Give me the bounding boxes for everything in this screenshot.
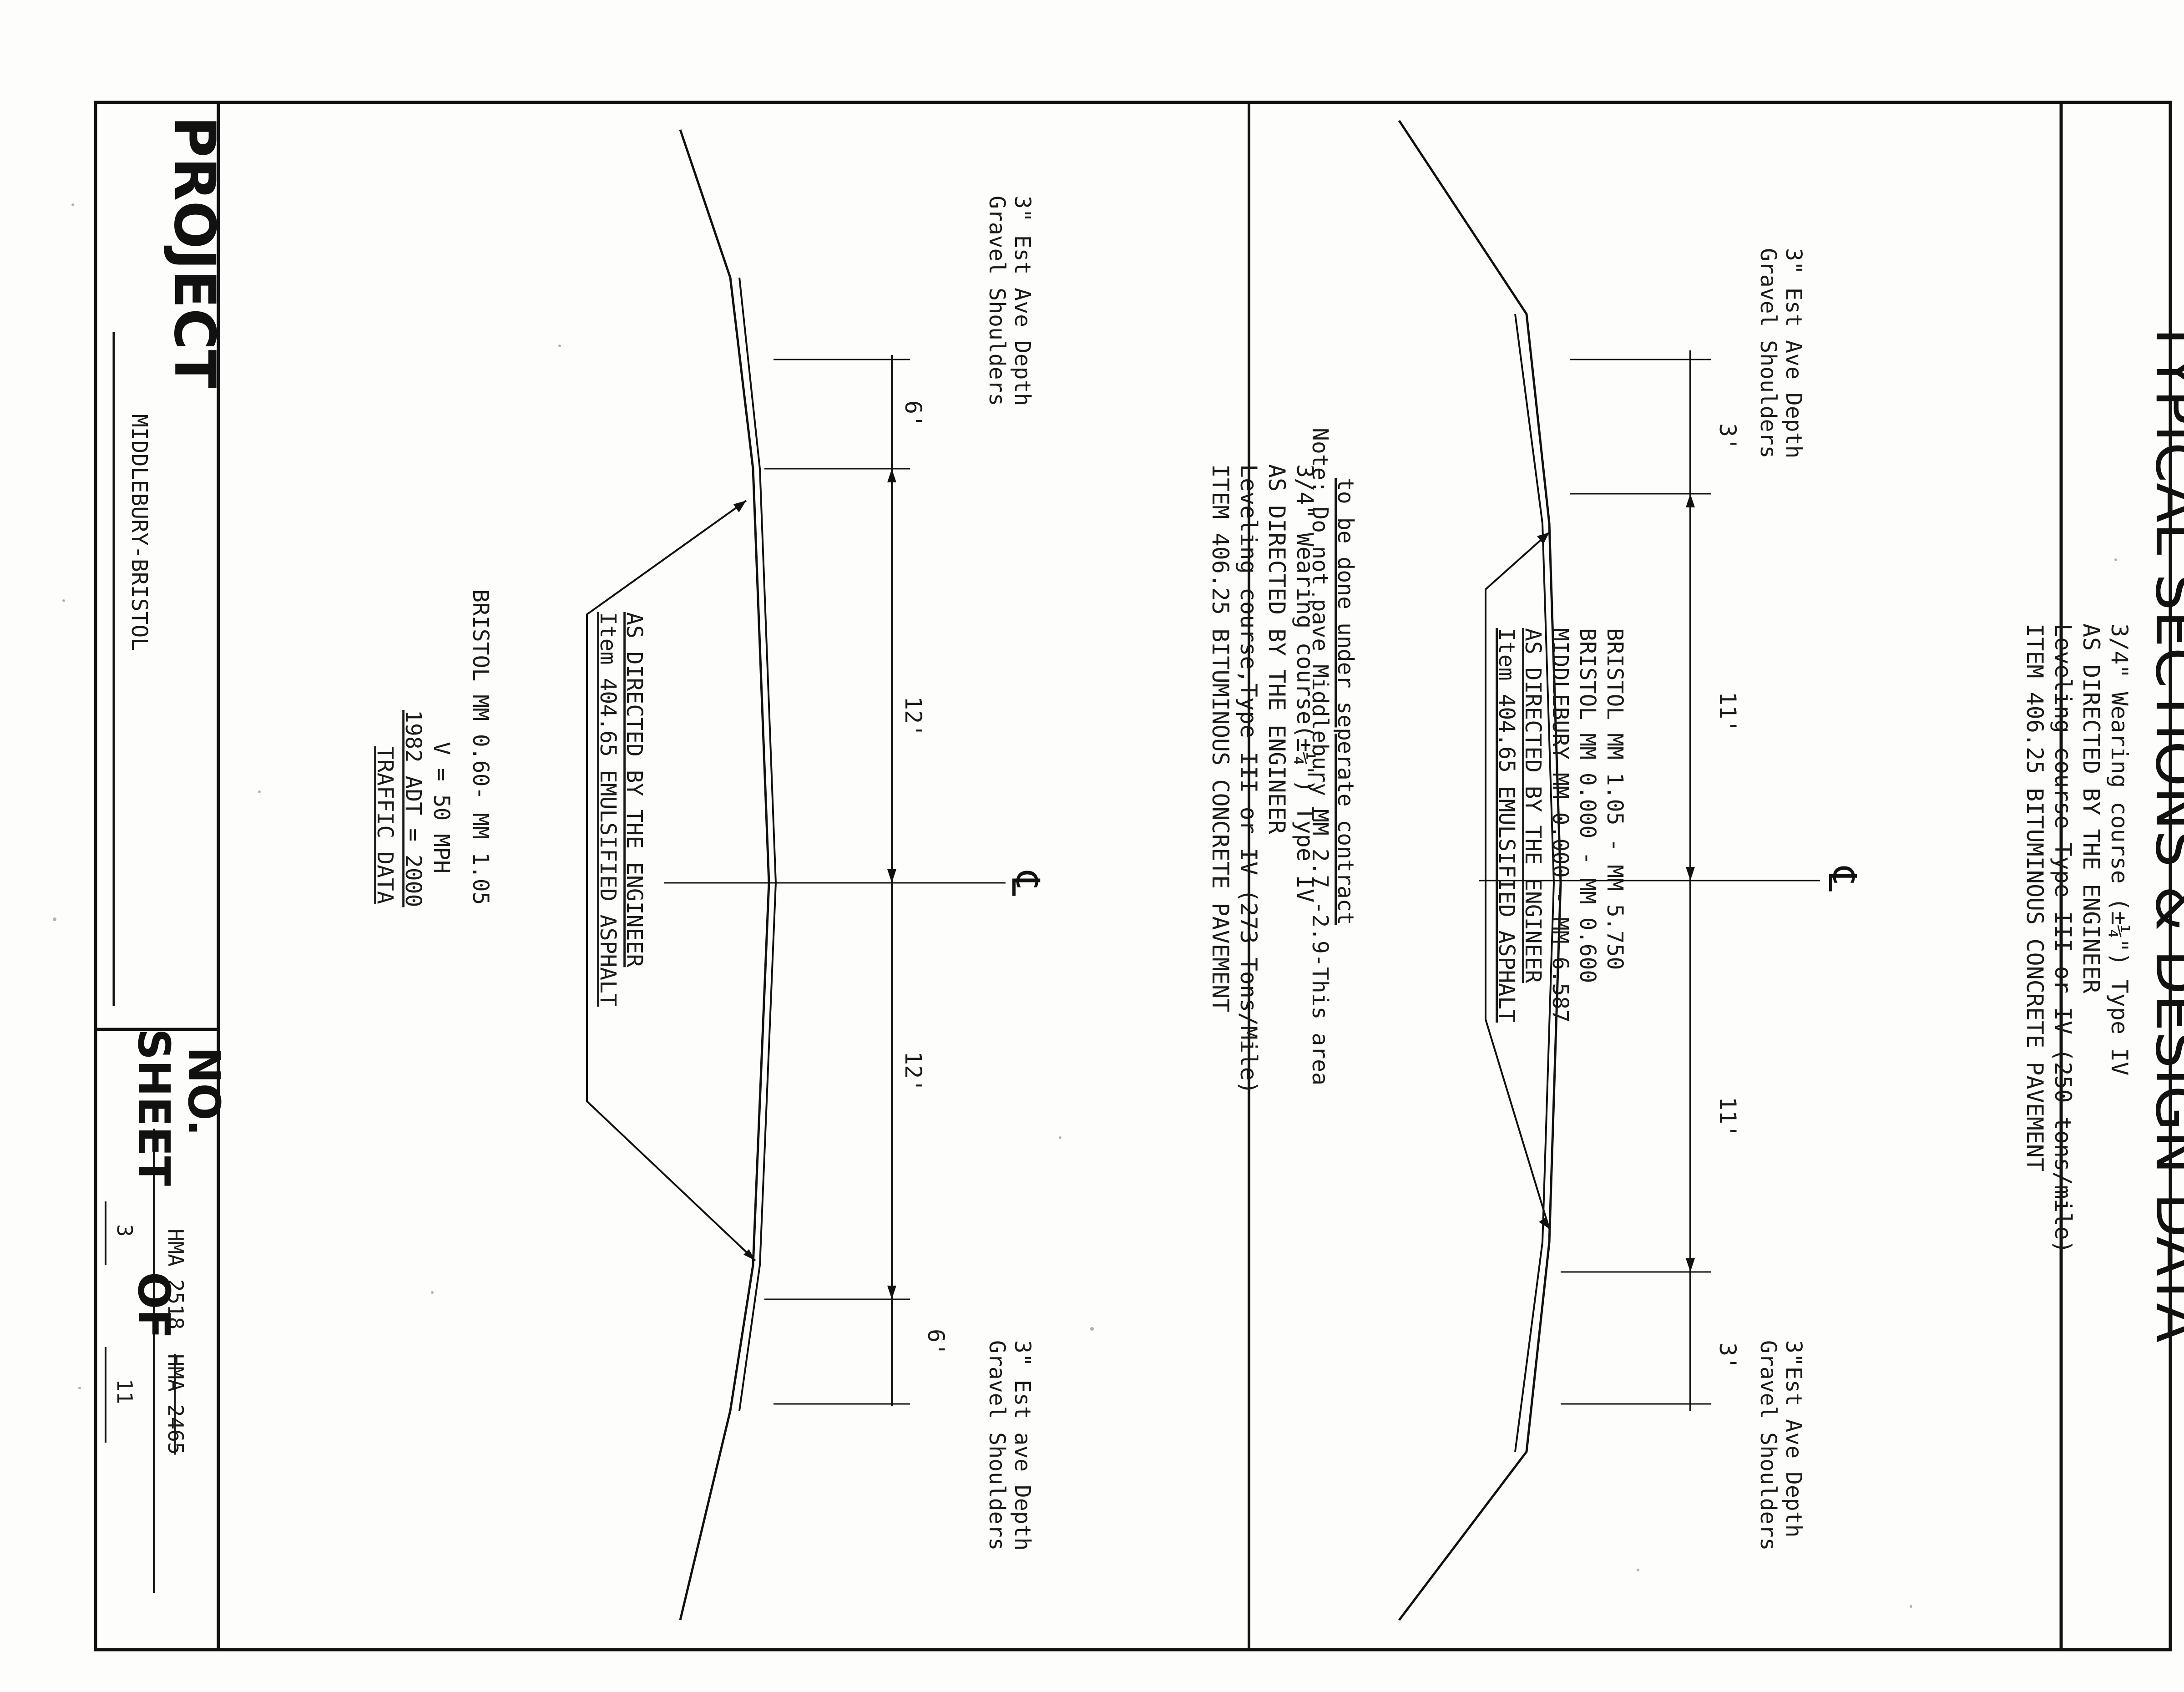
section1-dim-11ft-left: 11' [1714,692,1741,733]
svg-text:Gravel Shoulders: Gravel Shoulders [1755,1340,1781,1550]
section1-centerline-symbol: ℄ [1820,866,1865,892]
section1-paving-note: Note: Do not pave Middlebury MM 2.7 -2.9… [1307,428,1358,1085]
svg-text:3"Est Ave Depth: 3"Est Ave Depth [1781,1340,1806,1537]
svg-text:to be done under seperate cont: to be done under seperate contract [1333,478,1358,925]
svg-text:3/4" Wearing course (±¼") Type: 3/4" Wearing course (±¼") Type IV [2106,623,2133,1075]
svg-text:BRISTOL MM 1.05 - MM 5.: BRISTOL MM 1.05 - MM 5.750 [1602,628,1628,970]
section1-tick [1686,867,1695,881]
svg-text:AS DIRECTED BY THE ENGINEER: AS DIRECTED BY THE ENGINEER [2078,623,2104,994]
sheet-number: 3 [112,1224,137,1237]
section1-asphalt-leader [1485,532,1550,1229]
section2-dim-6ft-left: 6' [900,400,926,428]
section2-asphalt-note: Item 404.65 EMULSIFIED ASPHALT AS DIRECT… [595,612,647,1007]
no-struck-value: HMA 2465 [163,1354,188,1455]
svg-text:Item 404.65 EMULSIFIED ASPHALT: Item 404.65 EMULSIFIED ASPHALT [1494,628,1519,1023]
section1-tick [1686,494,1695,507]
sheet-label: SHEET [128,1028,179,1186]
section2-tick [887,869,896,883]
svg-text:Leveling course,Type III or IV: Leveling course,Type III or IV (273 Tons… [1235,464,1262,1094]
section2-left-shoulder-label: Gravel Shoulders 3" Est Ave Depth [984,196,1035,406]
no-value: HMA 2518 [163,1229,188,1330]
svg-text:Gravel Shoulders: Gravel Shoulders [984,1340,1010,1550]
section1-dim-3ft-left: 3' [1714,423,1741,451]
section2-asphalt-leader [586,500,756,1261]
svg-text:V = 50 MPH: V = 50 MPH [429,742,454,873]
section1-tick [1686,1258,1695,1272]
section2-location-label: BRISTOL MM 0.60- MM 1.05 [468,589,493,905]
section2-dim-6ft-right: 6' [923,1329,949,1356]
traffic-data: TRAFFIC DATA 1982 ADT = 2000 V = 50 MPH [372,710,454,907]
section1-leader-arrow [1537,532,1549,544]
svg-text:BRISTOL MM 0.000 - MM 0.6: BRISTOL MM 0.000 - MM 0.600 [1575,628,1600,983]
project-name: MIDDLEBURY-BRISTOL [126,414,152,651]
project-label: PROJECT [162,116,227,388]
svg-text:3/4" Wearing course(±¼") Type: 3/4" Wearing course(±¼") Type IV [1292,464,1318,902]
section2-pavement-note: ITEM 406.25 BITUMINOUS CONCRETE PAVEMENT… [1207,464,1318,1094]
sheet-border [94,101,2172,1651]
section2-leader-arrow [733,501,746,512]
svg-text:AS DIRECTED BY THE ENGINEER: AS DIRECTED BY THE ENGINEER [622,612,647,967]
section2-ground-line [679,129,770,1621]
section1-asphalt-note: Item 404.65 EMULSIFIED ASPHALT AS DIRECT… [1494,628,1628,1023]
svg-text:Gravel Shoulders: Gravel Shoulders [1755,248,1781,458]
svg-text:Note: Do not pave Middlebury M: Note: Do not pave Middlebury MM 2.7 -2.9… [1307,428,1333,1085]
svg-text:ITEM 406.25 BITUMINOUS CONCRET: ITEM 406.25 BITUMINOUS CONCRETE PAVEMENT [1207,464,1234,1012]
sheet-title: TYPICAL SECTIONS & DESIGN DATA [2143,318,2184,1342]
section2-right-shoulder-label: Gravel Shoulders 3" Est ave Depth [984,1340,1035,1550]
section1-pavement-note: ITEM 406.25 BITUMINOUS CONCRETE PAVEMENT… [2022,623,2133,1254]
section1-dim-11ft-right: 11' [1714,1097,1741,1138]
svg-text:3" Est Ave Depth: 3" Est Ave Depth [1781,248,1806,458]
svg-text:MIDDLEBURY MM 0.000 - MM 6.587: MIDDLEBURY MM 0.000 - MM 6.587 [1547,628,1573,1023]
svg-text:3" Est ave Depth: 3" Est ave Depth [1010,1340,1035,1550]
section1-leader-arrow [1539,1218,1549,1229]
section2-dim-12ft-right: 12' [900,1051,926,1092]
section2-tick [887,1286,896,1299]
scan-noise [53,203,2117,1608]
section1-ground-line [1398,120,1562,1621]
svg-text:1982 ADT = 2000: 1982 ADT = 2000 [400,710,426,907]
svg-text:Item 404.65 EMULSIFIED ASPHALT: Item 404.65 EMULSIFIED ASPHALT [595,612,621,1007]
section1-dim-3ft-right: 3' [1714,1342,1741,1370]
no-label: NO. [178,1047,229,1136]
svg-text:Gravel Shoulders: Gravel Shoulders [984,196,1010,406]
sheet-total: 11 [112,1379,137,1404]
svg-text:3" Est Ave Depth: 3" Est Ave Depth [1010,196,1035,406]
section1-pavement-line [1514,314,1555,1452]
section1-left-shoulder-label: Gravel Shoulders 3" Est Ave Depth [1755,248,1806,458]
svg-text:TRAFFIC DATA: TRAFFIC DATA [372,746,398,904]
svg-text:AS DIRECTED BY THE ENGINEER: AS DIRECTED BY THE ENGINEER [1264,464,1290,835]
section2-leader-arrow [743,1249,755,1261]
svg-text:Leveling course Type III or IV: Leveling course Type III or IV (250 tons… [2050,623,2076,1254]
section1-right-shoulder-label: Gravel Shoulders 3"Est Ave Depth [1755,1340,1806,1550]
section2-dim-12ft-left: 12' [900,696,926,737]
section2-centerline-symbol: ℄ [1003,871,1048,896]
svg-text:ITEM 406.25 BITUMINOUS CONCRET: ITEM 406.25 BITUMINOUS CONCRETE PAVEMENT [2022,623,2048,1171]
of-label: OF [128,1272,179,1339]
svg-text:AS DIRECTED BY THE ENGINEER: AS DIRECTED BY THE ENGINEER [1520,628,1546,983]
section2-pavement-line [738,277,777,1411]
section2-tick [887,469,896,482]
